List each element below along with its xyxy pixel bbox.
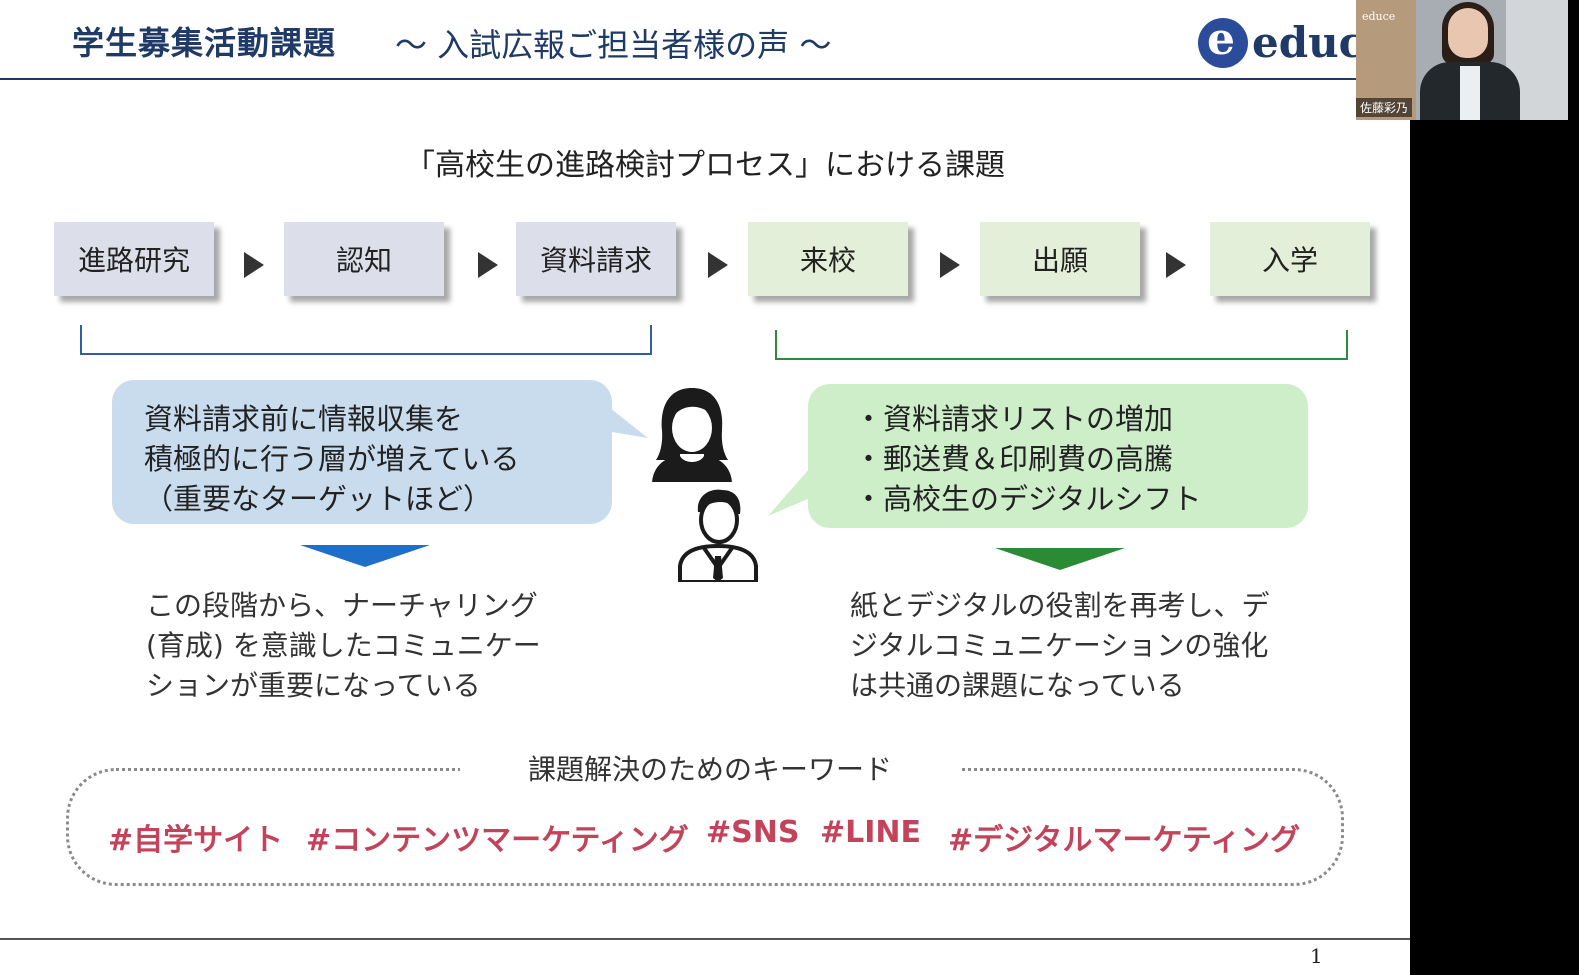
female-person-icon: [652, 388, 732, 482]
process-heading: 「高校生の進路検討プロセス」における課題: [405, 148, 1005, 183]
participant-name-label: 佐藤彩乃: [1356, 98, 1413, 117]
logo-text: educ: [1252, 18, 1365, 67]
participant-shirt: [1460, 66, 1480, 120]
keyword-tag: #LINE: [820, 815, 922, 850]
logo-mark: [1198, 18, 1248, 68]
bubble-line: ・資料請求リストの増加: [854, 402, 1174, 436]
step-arrow-icon: [1166, 252, 1186, 278]
step-arrow-icon: [244, 252, 264, 278]
video-logo: educe: [1362, 10, 1396, 23]
right-down-arrow-icon: [995, 548, 1125, 570]
participant-face: [1448, 8, 1488, 58]
bubble-line: 資料請求前に情報収集を: [144, 402, 464, 436]
screen-share-margin: [1410, 0, 1579, 975]
bubble-line: ・郵送費＆印刷費の高騰: [854, 442, 1174, 476]
participant-video-tile[interactable]: educe 佐藤彩乃: [1356, 0, 1568, 120]
slide-subtitle: ～ 入試広報ご担当者様の声 ～: [395, 26, 832, 64]
bubble-line: （重要なターゲットほど）: [144, 482, 493, 516]
keyword-box-title: 課題解決のためのキーワード: [460, 748, 960, 788]
left-bracket: [80, 325, 652, 355]
left-speech-bubble: 資料請求前に情報収集を 積極的に行う層が増えている （重要なターゲットほど）: [112, 380, 612, 524]
step-research: 進路研究: [54, 222, 214, 296]
step-brochure-request: 資料請求: [516, 222, 676, 296]
keyword-tag: #コンテンツマーケティング: [306, 823, 689, 858]
right-conclusion-line: 紙とデジタルの役割を再考し、デ: [850, 589, 1270, 622]
step-application: 出願: [980, 222, 1140, 296]
right-conclusion-line: は共通の課題になっている: [850, 669, 1185, 702]
right-bubble-tail: [768, 468, 810, 516]
left-conclusion-line: この段階から、ナーチャリング: [146, 589, 538, 622]
slide-title: 学生募集活動課題: [72, 24, 337, 62]
header-divider: [0, 78, 1410, 80]
step-campus-visit: 来校: [748, 222, 908, 296]
page-number: 1: [1310, 944, 1323, 968]
keyword-tag: #SNS: [706, 815, 800, 850]
left-conclusion-line: (育成) を意識したコミュニケー: [146, 629, 541, 662]
footer-divider: [0, 938, 1410, 940]
left-down-arrow-icon: [300, 545, 430, 567]
male-person-icon: [678, 489, 758, 582]
keyword-tag: #自学サイト: [108, 823, 284, 858]
step-awareness: 認知: [284, 222, 444, 296]
left-conclusion-line: ションが重要になっている: [146, 669, 481, 702]
step-arrow-icon: [478, 252, 498, 278]
right-conclusion-line: ジタルコミュニケーションの強化: [850, 629, 1269, 662]
step-arrow-icon: [940, 252, 960, 278]
step-enrollment: 入学: [1210, 222, 1370, 296]
bubble-line: 積極的に行う層が増えている: [144, 442, 520, 476]
keyword-tag: #デジタルマーケティング: [948, 823, 1301, 858]
presentation-slide: 学生募集活動課題 ～ 入試広報ご担当者様の声 ～ e educ 「高校生の進路検…: [0, 0, 1410, 975]
right-speech-bubble: ・資料請求リストの増加 ・郵送費＆印刷費の高騰 ・高校生のデジタルシフト: [808, 384, 1308, 528]
step-arrow-icon: [708, 252, 728, 278]
logo-letter: e: [1207, 14, 1235, 65]
left-bubble-tail: [600, 400, 648, 438]
right-bracket: [775, 330, 1348, 360]
bubble-line: ・高校生のデジタルシフト: [854, 482, 1202, 516]
